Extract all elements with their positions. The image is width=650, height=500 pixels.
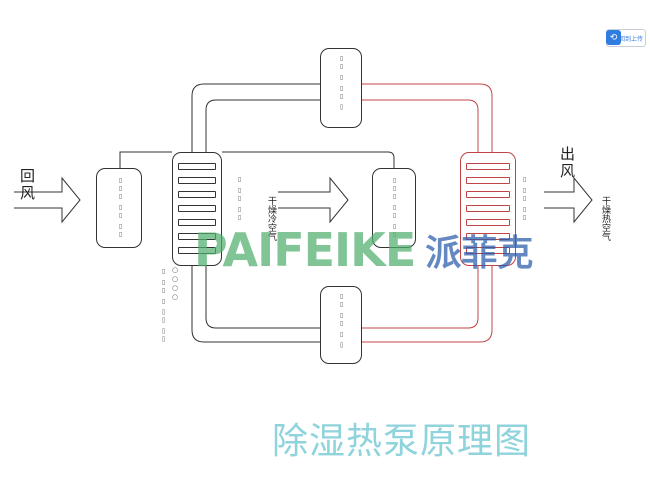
brand-watermark: PAIFEIKE 派菲克: [194, 222, 533, 278]
heat-exchanger-fin: [466, 163, 510, 170]
top-component-box: ▯▯ ▯ ▯▯ ▯: [320, 48, 362, 128]
return-line-left: [119, 151, 172, 168]
brand-watermark-zh: 派菲克: [425, 233, 534, 274]
dry-cold-air-label: 干燥冷空气: [266, 196, 276, 241]
back-to-upload-label: 回到上传: [618, 35, 643, 43]
return-air-label: 回风: [20, 167, 36, 202]
diagram-caption: 除湿热泵原理图: [272, 421, 532, 462]
bottom-pipe-inner-red: [360, 266, 479, 329]
bottom-component-text: ▯▯ ▯▯ ▯ ▯: [338, 293, 345, 350]
dry-hot-air-label: 干燥热空气: [600, 196, 610, 241]
bottom-pipe-outer-red: [360, 266, 493, 343]
brand-watermark-en: PAIFEIKE: [194, 223, 416, 277]
heat-exchanger-fin: [466, 191, 510, 198]
heat-exchanger-fin: [178, 163, 216, 170]
mid-component-box: ▯▯▯ ▯▯ ▯▯: [372, 168, 416, 248]
bottom-pipe-outer-black: [191, 266, 322, 343]
evaporator-note-text: ▯ ▯▯ ▯ ▯▯ ▯▯: [160, 268, 167, 344]
heat-exchanger-fin: [466, 247, 510, 254]
condenser-box: [460, 152, 516, 266]
heat-exchanger-fin: [178, 219, 216, 226]
top-pipe-outer-red: [360, 83, 493, 152]
filter-box: ▯▯▯ ▯▯ ▯▯: [96, 168, 142, 248]
drain-circles: ○○○○: [172, 266, 179, 301]
return-air-arrow: [14, 176, 81, 224]
outlet-air-arrow: [544, 176, 593, 224]
evaporator-side-text: ▯ ▯▯ ▯▯: [236, 176, 243, 222]
filter-box-text: ▯▯▯ ▯▯ ▯▯: [117, 177, 124, 239]
heat-exchanger-fin: [178, 233, 216, 240]
heat-exchanger-fin: [178, 247, 216, 254]
mid-component-text: ▯▯▯ ▯▯ ▯▯: [391, 177, 398, 239]
condenser-side-text: ▯ ▯▯ ▯▯: [521, 176, 528, 222]
top-component-text: ▯▯ ▯ ▯▯ ▯: [338, 55, 345, 112]
bottom-pipe-inner-black: [205, 266, 322, 329]
cold-air-arrow: [278, 176, 349, 224]
heat-exchanger-fin: [466, 219, 510, 226]
top-pipe-inner-red: [360, 99, 479, 152]
return-line-right: [222, 151, 395, 168]
evaporator-box: [172, 152, 222, 266]
top-pipe-inner-black: [205, 99, 322, 152]
heat-exchanger-fin: [466, 205, 510, 212]
bottom-component-box: ▯▯ ▯▯ ▯ ▯: [320, 286, 362, 364]
top-pipe-outer-black: [191, 83, 322, 152]
upload-icon[interactable]: ⟲: [606, 30, 621, 45]
heat-exchanger-fin: [466, 177, 510, 184]
outlet-air-label: 出风: [560, 145, 576, 180]
heat-exchanger-fin: [178, 205, 216, 212]
heat-exchanger-fin: [178, 177, 216, 184]
heat-exchanger-fin: [466, 233, 510, 240]
heat-exchanger-fin: [178, 191, 216, 198]
